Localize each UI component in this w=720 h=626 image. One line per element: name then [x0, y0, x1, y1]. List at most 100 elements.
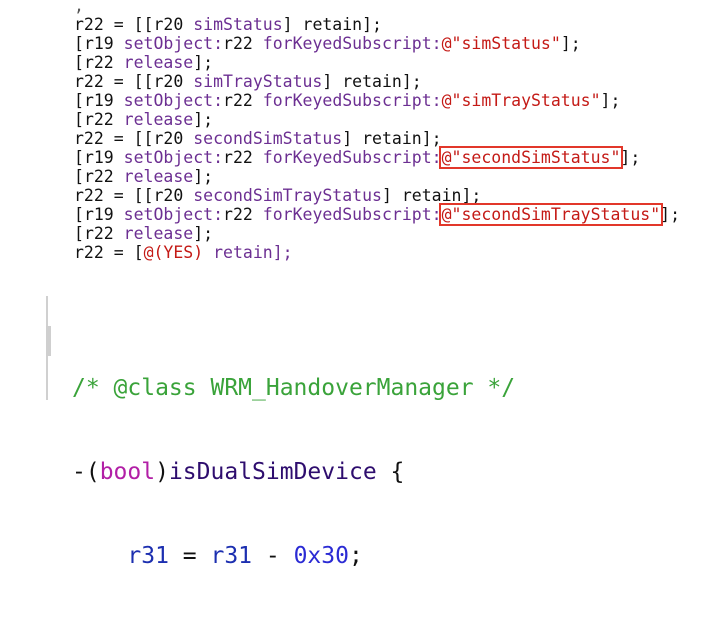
code-tail: ]; [193, 224, 214, 243]
code-tail: ] retain]; [322, 72, 422, 91]
method-name: isDualSimDevice [168, 459, 377, 485]
code-receiver: r20 [153, 186, 184, 205]
highlight-box: @"secondSimTrayStatus" [438, 203, 664, 226]
code-receiver: r22 [83, 53, 114, 72]
string-literal: "secondSimTrayStatus" [451, 205, 661, 224]
cut-off-text: , [74, 0, 84, 15]
code-tail: ]; [560, 34, 581, 53]
code-bracket: [ [74, 110, 84, 129]
code-receiver: r20 [153, 15, 184, 34]
code-bracket: [ [74, 205, 84, 224]
code-selector: simStatus [183, 15, 283, 34]
code-message: setObject: [113, 205, 224, 224]
code-tail: ]; [620, 148, 641, 167]
code-line: [r22 release]; [74, 110, 680, 129]
string-at-sign: @ [441, 91, 452, 110]
code-selector: release [113, 224, 194, 243]
code-message: forKeyedSubscript: [252, 205, 442, 224]
string-at-sign: @ [441, 148, 452, 167]
bottom-code-panel: /* @class WRM_HandoverManager */ -(bool)… [0, 290, 720, 569]
code-receiver: r19 [83, 91, 114, 110]
code-receiver: r22 [83, 167, 114, 186]
code-bracket: [ [74, 224, 84, 243]
statement-lhs: r31 [127, 543, 169, 569]
code-line: [r19 setObject:r22 forKeyedSubscript:@"s… [74, 146, 680, 169]
code-variable: r22 [74, 15, 104, 34]
code-line: [r19 setObject:r22 forKeyedSubscript:@"s… [74, 91, 680, 110]
code-line: r22 = [[r20 simTrayStatus] retain]; [74, 72, 680, 91]
code-receiver: r19 [83, 34, 114, 53]
top-code-block: ,r22 = [[r20 simStatus] retain];[r19 set… [74, 0, 680, 262]
code-bracket: [ [74, 167, 84, 186]
code-bracket: [ [74, 148, 84, 167]
code-receiver: r22 [83, 110, 114, 129]
code-message: forKeyedSubscript: [252, 148, 442, 167]
code-tail: ]; [193, 167, 214, 186]
top-code-panel: ,r22 = [[r20 simStatus] retain];[r19 set… [0, 0, 720, 262]
statement-rhs-var: r31 [210, 543, 253, 569]
code-receiver: r19 [83, 205, 114, 224]
code-operator: = [[ [103, 72, 154, 91]
code-selector: release [113, 53, 194, 72]
string-literal: "secondSimStatus" [451, 148, 621, 167]
method-brace: { [376, 459, 405, 485]
code-message: forKeyedSubscript: [252, 91, 442, 110]
code-operator: = [[ [103, 15, 154, 34]
method-signature-line: -(bool)isDualSimDevice { [72, 458, 515, 486]
code-argument: r22 [223, 205, 253, 224]
code-selector: secondSimStatus [183, 129, 343, 148]
class-comment-line: /* @class WRM_HandoverManager */ [72, 374, 515, 402]
code-line: r22 = [[r20 simStatus] retain]; [74, 15, 680, 34]
string-at-sign: @ [441, 34, 452, 53]
statement-number: 0x30 [293, 543, 349, 569]
code-tail: ]; [193, 110, 214, 129]
statement-indent [72, 543, 127, 569]
code-receiver: r20 [153, 72, 184, 91]
code-message: setObject: [113, 148, 224, 167]
statement-line: r31 = r31 - 0x30; [72, 542, 515, 570]
code-receiver: r19 [83, 148, 114, 167]
method-return-type: bool [99, 459, 156, 485]
code-receiver: r22 [83, 224, 114, 243]
code-line: r22 = [[r20 secondSimTrayStatus] retain]… [74, 186, 680, 205]
boxed-literal: @(YES) [143, 243, 204, 262]
code-variable: r22 [74, 129, 104, 148]
code-argument: r22 [223, 148, 253, 167]
code-bracket: [ [74, 91, 84, 110]
code-tail: ]; [600, 91, 621, 110]
code-argument: r22 [223, 34, 253, 53]
code-line: r22 = [[r20 secondSimStatus] retain]; [74, 129, 680, 148]
code-variable: r22 [74, 186, 104, 205]
code-tail: ]; [193, 53, 214, 72]
string-literal: "simTrayStatus" [451, 91, 601, 110]
code-operator: = [ [103, 243, 144, 262]
code-receiver: r20 [153, 129, 184, 148]
statement-eq: = [168, 543, 211, 569]
code-line: r22 = [@(YES) retain]; [74, 243, 680, 262]
string-at-sign: @ [441, 205, 452, 224]
code-line: [r19 setObject:r22 forKeyedSubscript:@"s… [74, 34, 680, 53]
code-tail: ] retain]; [342, 129, 442, 148]
code-variable: r22 [74, 243, 104, 262]
code-selector: release [113, 110, 194, 129]
code-message: forKeyedSubscript: [252, 34, 442, 53]
statement-op: - [252, 543, 294, 569]
code-selector: release [113, 167, 194, 186]
code-operator: = [[ [103, 186, 154, 205]
code-tail: ] retain]; [282, 15, 382, 34]
code-message: setObject: [113, 34, 224, 53]
code-message: setObject: [113, 91, 224, 110]
code-line: [r22 release]; [74, 53, 680, 72]
code-bracket: [ [74, 34, 84, 53]
code-variable: r22 [74, 72, 104, 91]
code-tail: ] retain]; [381, 186, 482, 205]
code-line: [r22 release]; [74, 167, 680, 186]
editor-gutter-marker [46, 326, 51, 356]
bottom-code-block: /* @class WRM_HandoverManager */ -(bool)… [72, 318, 515, 626]
code-tail: retain]; [203, 243, 293, 262]
code-selector: simTrayStatus [183, 72, 323, 91]
code-operator: = [[ [103, 129, 154, 148]
method-type-close: ) [155, 459, 169, 485]
code-argument: r22 [223, 91, 253, 110]
statement-end: ; [348, 543, 363, 569]
